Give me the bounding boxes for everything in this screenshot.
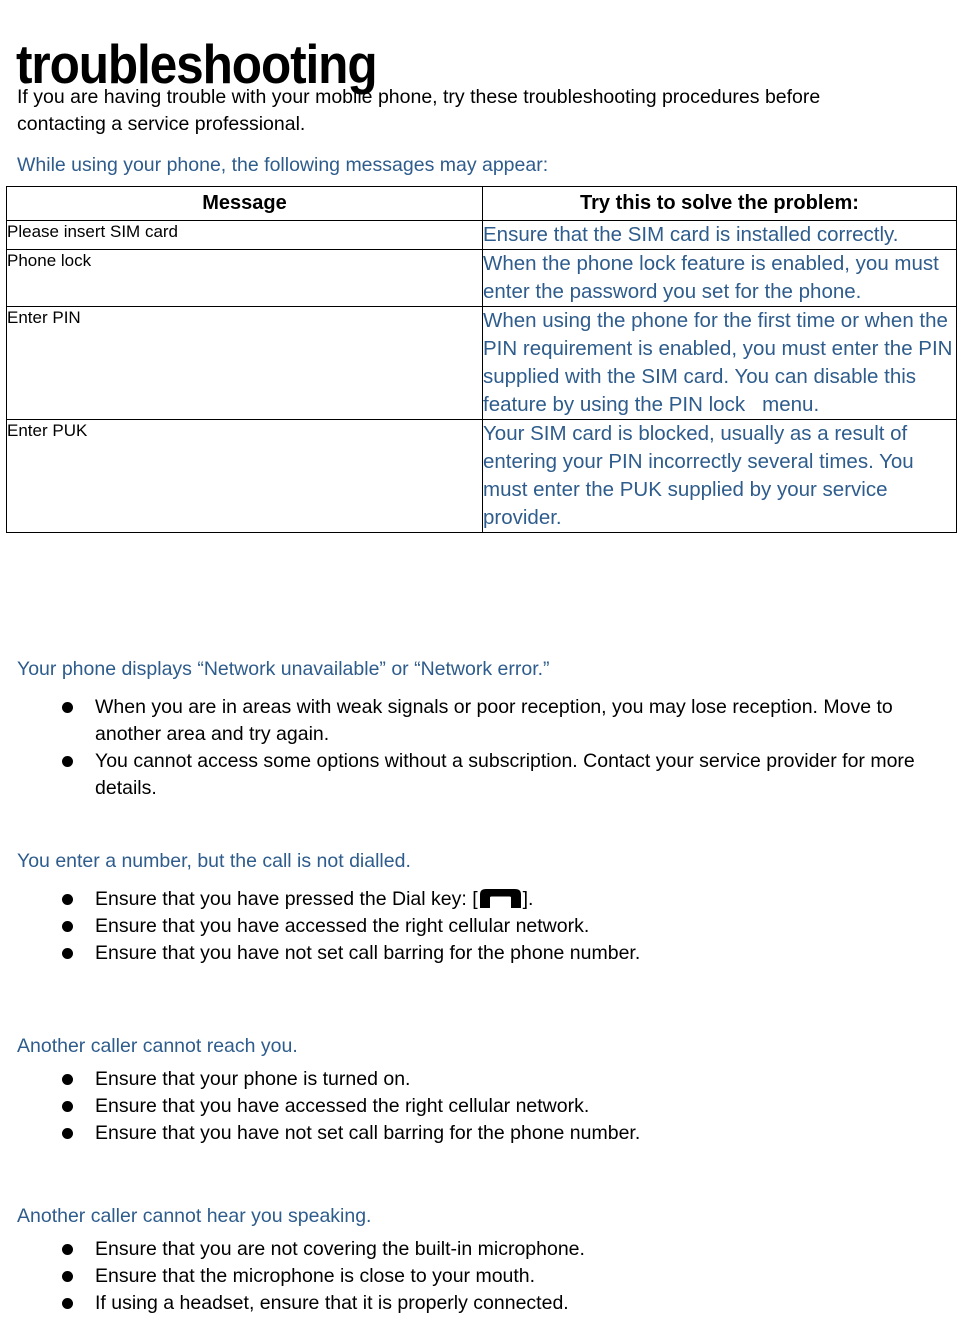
bullet-list-cannot-hear-you: Ensure that you are not covering the bui… <box>0 1236 585 1317</box>
bullet-point-icon <box>62 1271 73 1282</box>
list-item-text: Ensure that you have not set call barrin… <box>95 942 641 964</box>
table-row: Enter PIN When using the phone for the f… <box>6 306 957 420</box>
table-cell-message: Phone lock <box>6 249 483 307</box>
table-cell-message: Please insert SIM card <box>6 220 483 250</box>
table-header-message: Message <box>6 186 483 221</box>
messages-table: Message Try this to solve the problem: P… <box>6 186 957 533</box>
table-row: Enter PUK Your SIM card is blocked, usua… <box>6 419 957 533</box>
section-heading-cannot-hear-you: Another caller cannot hear you speaking. <box>17 1205 372 1227</box>
bullet-point-icon <box>62 894 73 905</box>
bullet-point-icon <box>62 921 73 932</box>
table-cell-solution: Ensure that the SIM card is installed co… <box>482 220 957 250</box>
list-item: Ensure that you have accessed the right … <box>0 913 640 940</box>
dial-key-icon <box>478 888 523 908</box>
table-header-row: Message Try this to solve the problem: <box>6 186 957 221</box>
list-item: Ensure that you have accessed the right … <box>0 1093 640 1120</box>
list-item: Ensure that you have not set call barrin… <box>0 1120 640 1147</box>
list-item: Ensure that the microphone is close to y… <box>0 1263 585 1290</box>
list-item-text: When you are in areas with weak signals … <box>95 696 893 745</box>
bullet-point-icon <box>62 1074 73 1085</box>
list-item: Ensure that you are not covering the bui… <box>0 1236 585 1263</box>
list-item-text: You cannot access some options without a… <box>95 750 915 799</box>
table-cell-solution: When the phone lock feature is enabled, … <box>482 249 957 307</box>
bullet-list-cannot-reach-you: Ensure that your phone is turned on. Ens… <box>0 1066 640 1147</box>
bullet-point-icon <box>62 756 73 767</box>
bullet-point-icon <box>62 1128 73 1139</box>
table-cell-solution: When using the phone for the first time … <box>482 306 957 420</box>
list-item-text-before: Ensure that you have pressed the Dial ke… <box>95 888 478 910</box>
bullet-point-icon <box>62 948 73 959</box>
bullet-point-icon <box>62 1298 73 1309</box>
section-heading-cannot-reach-you: Another caller cannot reach you. <box>17 1035 298 1057</box>
table-row: Phone lock When the phone lock feature i… <box>6 249 957 307</box>
table-header-solution: Try this to solve the problem: <box>482 186 957 221</box>
intro-paragraph: If you are having trouble with your mobi… <box>17 85 821 135</box>
list-item: When you are in areas with weak signals … <box>0 694 962 748</box>
section-heading-network-unavailable: Your phone displays “Network unavailable… <box>17 658 550 680</box>
page-title: troubleshooting <box>16 32 378 95</box>
list-item-text: Ensure that you have accessed the right … <box>95 915 590 937</box>
table-row: Please insert SIM card Ensure that the S… <box>6 220 957 250</box>
list-item: Ensure that you have pressed the Dial ke… <box>0 886 640 913</box>
bullet-point-icon <box>62 1101 73 1112</box>
bullet-list-call-not-dialled: Ensure that you have pressed the Dial ke… <box>0 886 640 967</box>
list-item: You cannot access some options without a… <box>0 748 962 802</box>
list-item: Ensure that your phone is turned on. <box>0 1066 640 1093</box>
messages-section-heading: While using your phone, the following me… <box>17 154 549 176</box>
list-item-text: Ensure that the microphone is close to y… <box>95 1265 536 1287</box>
list-item-text: If using a headset, ensure that it is pr… <box>95 1292 569 1314</box>
list-item-text: Ensure that you are not covering the bui… <box>95 1238 585 1260</box>
list-item-text: Ensure that you have not set call barrin… <box>95 1122 641 1144</box>
section-heading-call-not-dialled: You enter a number, but the call is not … <box>17 850 411 872</box>
bullet-point-icon <box>62 1244 73 1255</box>
list-item-text: Ensure that you have accessed the right … <box>95 1095 590 1117</box>
bullet-point-icon <box>62 702 73 713</box>
table-cell-message: Enter PIN <box>6 306 483 420</box>
list-item: If using a headset, ensure that it is pr… <box>0 1290 585 1317</box>
list-item-text: Ensure that your phone is turned on. <box>95 1068 411 1090</box>
list-item-text-after: ]. <box>522 888 534 910</box>
table-cell-message: Enter PUK <box>6 419 483 533</box>
table-cell-solution: Your SIM card is blocked, usually as a r… <box>482 419 957 533</box>
list-item: Ensure that you have not set call barrin… <box>0 940 640 967</box>
bullet-list-network-unavailable: When you are in areas with weak signals … <box>0 694 962 802</box>
